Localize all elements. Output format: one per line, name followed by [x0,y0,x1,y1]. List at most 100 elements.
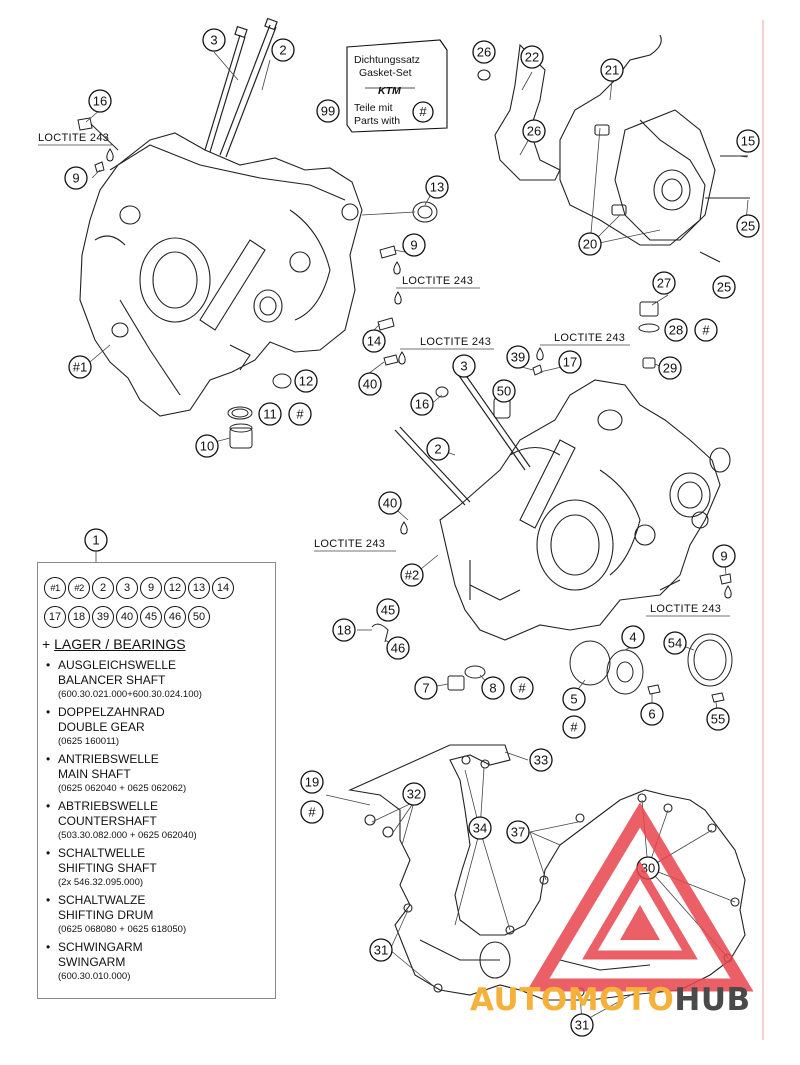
callout-circle [202,28,226,52]
callout-circle [378,491,402,515]
callout-c13: 13 [425,175,449,199]
callout-c55: 55 [706,707,730,731]
callout-circle [402,782,426,806]
callout-circle [472,40,496,64]
callout-c25a: 25 [736,214,760,238]
kit-part-chip: 50 [188,606,210,628]
callout-number: 45 [381,603,395,618]
loctite-label-f: LOCTITE 243 [650,603,721,615]
callout-circle [694,318,718,342]
kit-number: 1 [92,533,99,548]
callout-circle [316,99,340,123]
upper-right-covers [477,34,750,263]
left-small-parts [77,117,438,449]
kit-part-chip: 39 [92,606,114,628]
callout-c11h: # [288,402,312,426]
callout-c20: 20 [578,232,602,256]
callout-number: 27 [657,276,671,291]
callout-circle [562,715,586,739]
bearings-heading: + LAGER / BEARINGS [42,636,186,652]
callout-number: 50 [497,384,511,399]
list-item: SCHALTWALZE SHIFTING DRUM (0625 068080 +… [44,893,272,937]
callout-c28: 28 [664,318,688,342]
callout-circle [64,166,88,190]
callout-circle [300,800,324,824]
callout-number: 4 [629,630,636,645]
list-item: AUSGLEICHSWELLE BALANCER SHAFT (600.30.0… [44,658,272,702]
callout-number: 31 [575,1018,589,1033]
callout-number: 6 [648,707,655,722]
callout-circle [294,369,318,393]
callout-circle [88,89,112,113]
callout-c12: 12 [294,369,318,393]
callout-circle [402,233,426,257]
callout-number: 12 [299,374,313,389]
callout-number: 54 [668,636,682,651]
callout-number: 31 [374,943,388,958]
callout-circle [520,45,544,69]
callout-circle [300,770,324,794]
bearing-part-number: (0625 160011) [58,736,120,747]
callout-c28h: # [694,318,718,342]
bearing-name-de: ANTRIEBSWELLE [58,752,159,766]
callout-number: 14 [367,334,381,349]
ktm-logo-text: KTM [378,85,401,97]
callout-number: 29 [663,361,677,376]
callout-c5: 5 [562,687,586,711]
kit-part-chip: 46 [164,606,186,628]
callout-number: 99 [321,104,335,119]
bearing-name-de: SCHALTWELLE [58,846,146,860]
callout-c14: 14 [362,329,386,353]
callout-c26b: 26 [522,119,546,143]
gasket-kit-parts-de: Teile mit [354,102,393,114]
kit-leader [95,551,97,563]
callout-circle [658,356,682,380]
callout-circle [562,687,586,711]
callout-circle [736,214,760,238]
callout-number: 2 [434,442,441,457]
list-item: DOPPELZAHNRAD DOUBLE GEAR (0625 160011) [44,705,272,749]
watermark-brand-text: AUTOMOTOHUB [470,982,751,1018]
callout-c27: 27 [652,271,676,295]
callout-circle [510,676,534,700]
callout-circle [712,275,736,299]
callout-c2a: 2 [271,38,295,62]
callout-c9a: 9 [64,166,88,190]
loctite-labels: LOCTITE 243 LOCTITE 243 LOCTITE 243 LOCT… [38,132,732,617]
callout-number: 3 [210,33,217,48]
callout-number: 26 [477,45,491,60]
gasket-kit-box: Dichtungssatz Gasket-Set KTM Teile mit P… [346,39,448,133]
callout-c25b: 25 [712,275,736,299]
callout-number: 55 [711,712,725,727]
callout-number: 20 [583,237,597,252]
gasket-kit-parts-en: Parts with [354,115,400,127]
callout-number: # [518,681,526,696]
list-item: ABTRIEBSWELLE COUNTERSHAFT (503.30.082.0… [44,799,272,843]
kit-part-chip: 3 [116,577,138,599]
callout-circle [426,437,450,461]
bearing-part-number: (2x 546.32.095.000) [58,877,144,888]
bearing-name-en: COUNTERSHAFT [58,814,157,828]
bearing-list: AUSGLEICHSWELLE BALANCER SHAFT (600.30.0… [44,658,272,987]
callout-circle [712,544,736,568]
callout-c32: 32 [402,782,426,806]
callout-c46: 46 [386,636,410,660]
bearing-name-en: DOUBLE GEAR [58,720,145,734]
callout-circle [529,748,553,772]
bearing-part-number: (600.30.010.000) [58,971,131,982]
callout-c50: 50 [492,379,516,403]
callout-number: 5 [570,692,577,707]
callout-circle [578,232,602,256]
callout-number: 9 [72,171,79,186]
callout-c33: 33 [529,748,553,772]
callout-circle [492,379,516,403]
callout-c11: 11 [258,402,282,426]
callout-circle [288,402,312,426]
callout-number: 46 [391,641,405,656]
callout-circle [736,129,760,153]
callout-circle [376,598,400,622]
callout-number: # [308,805,316,820]
callout-circle [664,318,688,342]
callout-number: 9 [720,549,727,564]
